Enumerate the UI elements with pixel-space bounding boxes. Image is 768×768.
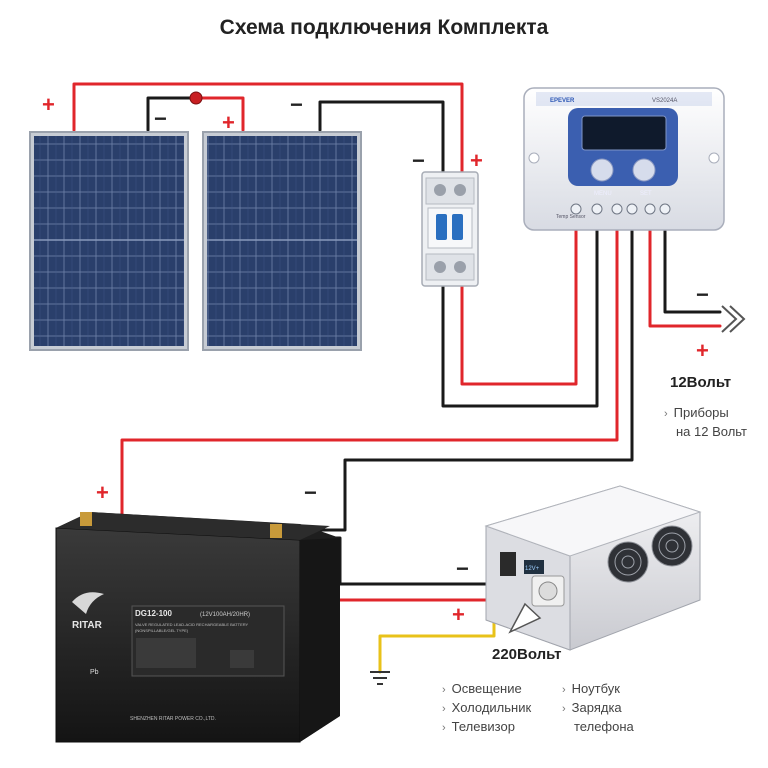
controller-sensor-label: Temp Sensor	[556, 214, 586, 220]
chevron-right-icon: ›	[664, 408, 668, 420]
wire-junction	[189, 91, 203, 105]
battery-type-line2: (NONSPILLABLE/GEL TYPE)	[135, 628, 189, 633]
chevron-right-icon: ›	[442, 684, 446, 696]
ac-output-label: 220Вольт	[492, 646, 562, 663]
controller-brand: EPEVER	[550, 98, 575, 104]
circuit-breaker	[421, 171, 479, 287]
chevron-right-icon: ›	[442, 703, 446, 715]
dc-output-list: ›Приборы на 12 Вольт	[664, 404, 747, 441]
panel1-plus-sign: +	[42, 92, 55, 117]
battery-pb: Pb	[90, 669, 99, 676]
panel2-minus-sign: −	[290, 92, 303, 117]
ground-symbol	[370, 671, 390, 685]
chevron-right-icon: ›	[562, 703, 566, 715]
battery-plus-sign: +	[96, 480, 109, 505]
inverter-display: 12V+	[525, 566, 540, 572]
breaker-pv-negative-wire	[441, 226, 599, 408]
panel-negative-wire	[318, 100, 445, 180]
battery-brand: RITAR	[72, 620, 103, 631]
dc-output-label: 12Вольт	[670, 374, 732, 391]
list-item: ›Ноутбук	[562, 681, 620, 696]
battery: RITAR DG12-100 (12V100AH/20HR) VALVE REG…	[55, 512, 340, 743]
load-negative-wire	[663, 226, 722, 314]
battery-minus-sign: −	[304, 480, 317, 505]
load-positive-wire	[648, 226, 722, 328]
controller-set-label: SET	[640, 191, 652, 197]
dc-output-arrow	[721, 305, 746, 333]
controller-model: VS2024A	[652, 98, 677, 104]
ac-output-list-col2: ›Ноутбук ›Зарядка телефона	[562, 680, 634, 736]
inverter-plus-sign: +	[452, 602, 465, 627]
solar-panel-left	[29, 131, 189, 351]
battery-model: DG12-100	[135, 609, 172, 618]
panel-positive-wire	[72, 82, 464, 180]
ground-wire	[378, 608, 496, 674]
chevron-right-icon: ›	[442, 722, 446, 734]
inverter-fans	[607, 525, 693, 583]
list-item: на 12 Вольт	[676, 424, 748, 439]
list-item: ›Холодильник	[442, 700, 532, 715]
charge-controller: EPEVER VS2024A MENU SET Temp Sensor	[523, 87, 725, 231]
panel-series-wire-black	[146, 96, 198, 132]
controller-terminals	[570, 203, 671, 215]
list-item: ›Телевизор	[442, 719, 515, 734]
load-minus-sign: −	[696, 282, 709, 307]
chevron-right-icon: ›	[562, 684, 566, 696]
inverter: 12V+	[484, 485, 702, 651]
solar-panel-right	[202, 131, 362, 351]
battery-maker: SHENZHEN RITAR POWER CO.,LTD.	[130, 716, 216, 722]
inverter-minus-sign: −	[456, 556, 469, 581]
load-plus-sign: +	[696, 338, 709, 363]
battery-spec: (12V100AH/20HR)	[200, 612, 250, 618]
list-item: телефона	[574, 719, 634, 734]
list-item: ›Приборы	[664, 405, 729, 420]
panel-series-wire-red	[194, 96, 245, 132]
diagram-title: Схема подключения Комплекта	[219, 16, 549, 39]
panel2-plus-sign: +	[222, 110, 235, 135]
breaker-plus-sign: +	[470, 148, 483, 173]
ac-output-arrow	[508, 602, 542, 634]
breaker-pv-positive-wire	[460, 226, 578, 386]
battery-type-line: VALVE REGULATED LEAD-ACID RECHARGEABLE B…	[135, 622, 249, 627]
list-item: ›Освещение	[442, 681, 522, 696]
list-item: ›Зарядка	[562, 700, 622, 715]
battery-negative-wire	[280, 226, 634, 532]
panel1-minus-sign: −	[154, 106, 167, 131]
breaker-minus-sign: −	[412, 148, 425, 173]
ac-output-list-col1: ›Освещение ›Холодильник ›Телевизор	[442, 680, 531, 737]
controller-menu-label: MENU	[594, 191, 612, 197]
